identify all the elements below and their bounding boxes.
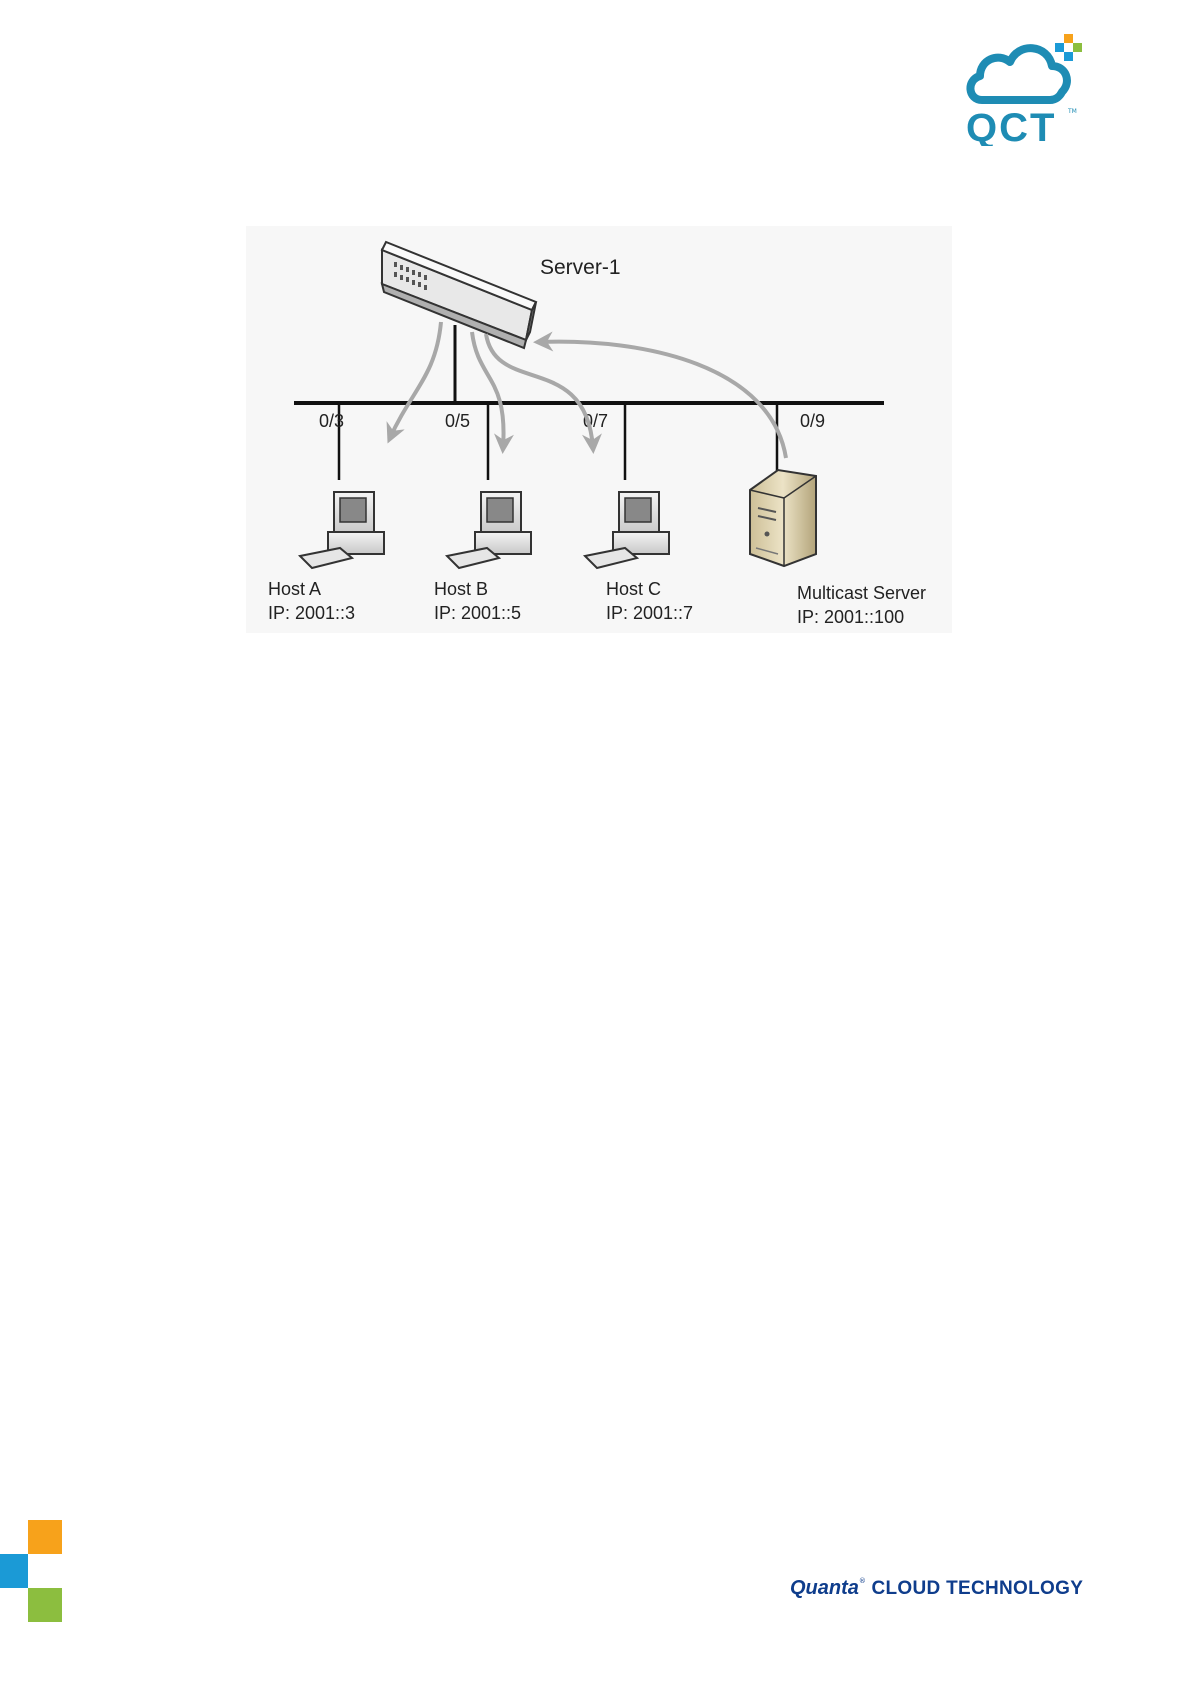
logo-square-orange xyxy=(1064,34,1073,43)
logo-square-blue-2 xyxy=(1064,52,1073,61)
host-c-ip: IP: 2001::7 xyxy=(606,603,693,623)
qct-logo: QCT TM xyxy=(962,34,1084,146)
logo-square-blue xyxy=(1055,43,1064,52)
server-name: Multicast Server xyxy=(797,583,926,603)
footer-brand: Quanta® CLOUD TECHNOLOGY xyxy=(790,1577,1080,1607)
qct-tm: TM xyxy=(1067,108,1077,115)
host-a-ip: IP: 2001::3 xyxy=(268,603,355,623)
network-diagram: Server-1 0/3 0/5 0/7 0/9 xyxy=(246,226,952,633)
qct-wordmark: QCT xyxy=(966,106,1056,146)
host-b-name: Host B xyxy=(434,579,488,599)
port-label-a: 0/3 xyxy=(319,411,344,431)
server-ip: IP: 2001::100 xyxy=(797,607,904,627)
footer-brand-cloud-technology: CLOUD TECHNOLOGY xyxy=(866,1578,1083,1599)
corner-square-orange xyxy=(28,1520,62,1554)
switch-label: Server-1 xyxy=(540,256,621,279)
host-c-name: Host C xyxy=(606,579,661,599)
qct-logo-graphic: QCT TM xyxy=(962,34,1084,146)
footer-brand-quanta: Quanta xyxy=(790,1577,859,1599)
port-label-server: 0/9 xyxy=(800,411,825,431)
host-a-name: Host A xyxy=(268,579,321,599)
port-label-b: 0/5 xyxy=(445,411,470,431)
cloud-icon xyxy=(970,48,1067,100)
logo-square-green xyxy=(1073,43,1082,52)
multicast-server-icon xyxy=(750,470,816,566)
host-b-ip: IP: 2001::5 xyxy=(434,603,521,623)
footer-brand-tm: ® xyxy=(859,1577,866,1585)
corner-square-green xyxy=(28,1588,62,1622)
corner-square-blue xyxy=(0,1554,28,1588)
corner-squares-decoration xyxy=(0,1520,62,1622)
